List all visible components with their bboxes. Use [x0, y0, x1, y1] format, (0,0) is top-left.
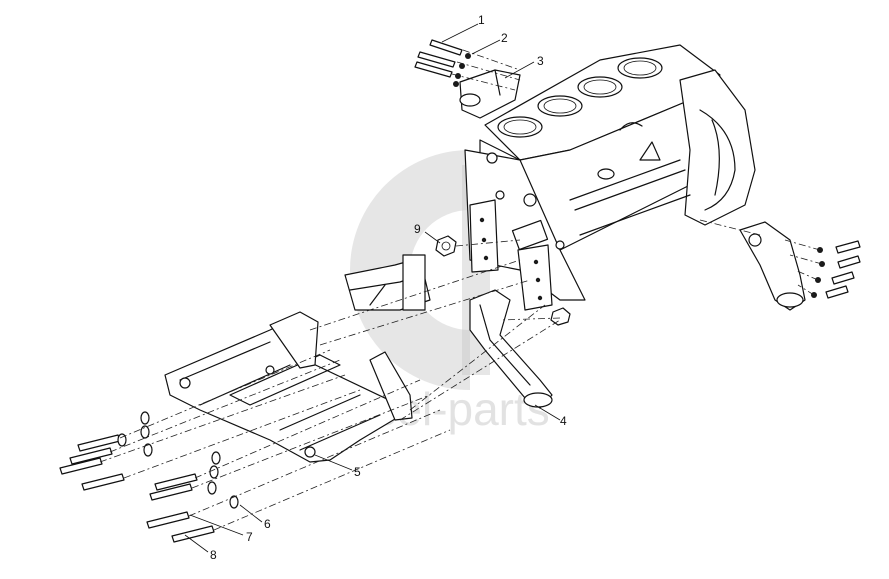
part-4-front-mount: [469, 289, 553, 409]
callout-leaders: [184, 23, 561, 553]
rear-mount-right: [739, 221, 806, 311]
part-3-upper-bracket: [459, 69, 521, 119]
callout-4: 4: [560, 414, 567, 428]
callout-7: 7: [246, 530, 253, 544]
part-8-bolts-left: [59, 434, 215, 543]
callouts: 1 2 3 4 5 6 7 8 9: [210, 13, 567, 562]
callout-3: 3: [537, 54, 544, 68]
callout-8: 8: [210, 548, 217, 562]
callout-2: 2: [501, 31, 508, 45]
nut-right: [550, 307, 571, 326]
callout-5: 5: [354, 465, 361, 479]
part-1-bolts-top: [414, 39, 471, 87]
callout-1: 1: [478, 13, 485, 27]
engine-block: [464, 44, 756, 311]
callout-9: 9: [414, 222, 421, 236]
washers: [117, 411, 239, 509]
callout-6: 6: [264, 517, 271, 531]
engine-mount-left: [344, 254, 431, 311]
part-9-nut: [435, 235, 457, 257]
